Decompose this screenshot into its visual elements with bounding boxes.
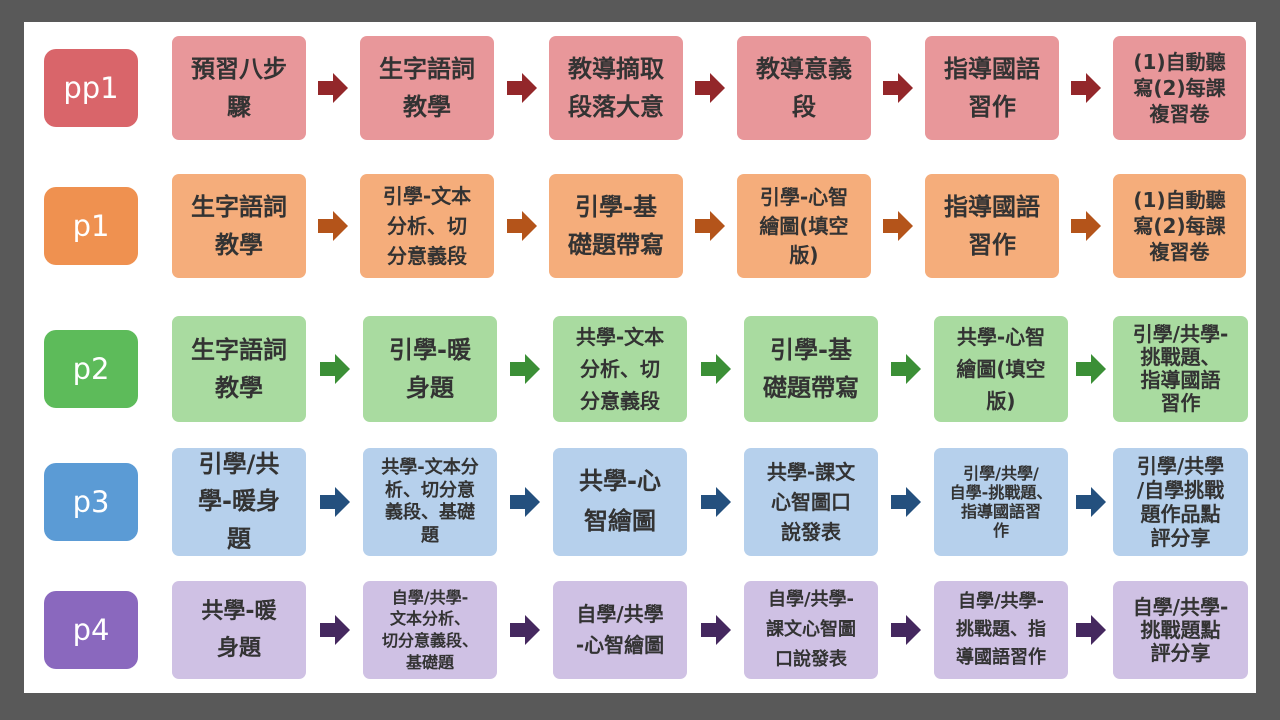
flow-step-text: 引學-文本 分析、切 分意義段 (382, 184, 472, 268)
arrow-right-icon (891, 615, 921, 645)
flow-step-text: 指導國語 習作 (944, 192, 1040, 259)
arrow-right-icon (700, 354, 731, 384)
flow-step: 引學-基 礎題帶寫 (744, 316, 878, 422)
arrow-right-icon (1071, 211, 1101, 241)
row-label: p4 (44, 591, 138, 669)
flow-step: 引學-文本 分析、切 分意義段 (360, 174, 494, 278)
flow-step-text: 引學/共 學-暖身 題 (198, 450, 280, 553)
flow-step-text: 共學-心 智繪圖 (579, 467, 661, 535)
flow-step-text: 共學-課文 心智圖口 說發表 (766, 460, 856, 544)
row-label: pp1 (44, 49, 138, 127)
arrow-right-icon (883, 211, 913, 241)
flow-step: 預習八步 驟 (172, 36, 306, 140)
flow-step: 引學/共學- 挑戰題、 指導國語 習作 (1113, 316, 1248, 422)
flow-step-text: 生字語詞 教學 (379, 54, 475, 121)
arrow-right-icon (319, 354, 350, 384)
arrow-right-icon (1075, 354, 1106, 384)
arrow-right-icon (700, 487, 731, 517)
flow-step-text: 自學/共學- 課文心智圖 口說發表 (766, 589, 856, 670)
flow-step-text: 引學/共學/ 自學-挑戰題、 指導國語習 作 (949, 463, 1053, 541)
flow-step: 教導摘取 段落大意 (549, 36, 683, 140)
arrow-right-icon (510, 354, 540, 384)
flow-step-text: 共學-心智 繪圖(填空 版) (956, 325, 1046, 413)
flow-step-text: 引學/共學 /自學挑戰 題作品點 評分享 (1136, 454, 1225, 550)
flow-step-text: 共學-文本分 析、切分意 義段、基礎 題 (381, 457, 479, 546)
flow-step-text: 生字語詞 教學 (191, 192, 287, 259)
flow-step-text: 引學-心智 繪圖(填空 版) (759, 184, 849, 267)
arrow-right-icon (891, 487, 921, 517)
flow-step: 引學/共學 /自學挑戰 題作品點 評分享 (1113, 448, 1248, 556)
flow-step: 引學-基 礎題帶寫 (549, 174, 683, 278)
row-label: p2 (44, 330, 138, 408)
flow-step: 共學-課文 心智圖口 說發表 (744, 448, 878, 556)
flow-step-text: 教導摘取 段落大意 (568, 54, 664, 121)
flow-step-text: 自學/共學- 文本分析、 切分意義段、 基礎題 (381, 587, 478, 672)
arrow-right-icon (695, 211, 725, 241)
flow-step-text: 引學-基 礎題帶寫 (763, 335, 859, 402)
flow-step: 生字語詞 教學 (360, 36, 494, 140)
arrow-right-icon (1071, 73, 1101, 103)
flow-step: 自學/共學- 挑戰題、指 導國語習作 (934, 581, 1068, 679)
flow-step-text: (1)自動聽 寫(2)每課 複習卷 (1133, 188, 1226, 264)
flow-step-text: 共學-文本 分析、切 分意義段 (575, 325, 665, 413)
arrow-right-icon (318, 211, 348, 241)
flow-step: 教導意義 段 (737, 36, 871, 140)
flow-step: 自學/共學- 文本分析、 切分意義段、 基礎題 (363, 581, 497, 679)
flow-step: 指導國語 習作 (925, 174, 1059, 278)
row-label: p3 (44, 463, 138, 541)
arrow-right-icon (1075, 615, 1106, 645)
flow-step: (1)自動聽 寫(2)每課 複習卷 (1113, 36, 1246, 140)
arrow-right-icon (891, 354, 921, 384)
flow-step: 共學-文本 分析、切 分意義段 (553, 316, 687, 422)
flow-step-text: (1)自動聽 寫(2)每課 複習卷 (1133, 50, 1226, 126)
flow-step-text: 教導意義 段 (756, 54, 852, 121)
flow-step: 自學/共學 -心智繪圖 (553, 581, 687, 679)
arrow-right-icon (510, 487, 540, 517)
flow-step: 指導國語 習作 (925, 36, 1059, 140)
flow-step: 共學-心 智繪圖 (553, 448, 687, 556)
flow-step-text: 自學/共學 -心智繪圖 (575, 602, 665, 657)
flow-step: 引學-心智 繪圖(填空 版) (737, 174, 871, 278)
flow-step: (1)自動聽 寫(2)每課 複習卷 (1113, 174, 1246, 278)
flow-step-text: 生字語詞 教學 (191, 335, 287, 402)
arrow-right-icon (510, 615, 540, 645)
arrow-right-icon (883, 73, 913, 103)
flow-step: 共學-心智 繪圖(填空 版) (934, 316, 1068, 422)
flow-step: 引學-暖 身題 (363, 316, 497, 422)
arrow-right-icon (319, 487, 350, 517)
flow-step: 自學/共學- 挑戰題點 評分享 (1113, 581, 1248, 679)
arrow-right-icon (695, 73, 725, 103)
arrow-right-icon (1075, 487, 1106, 517)
flow-step-text: 引學-暖 身題 (389, 335, 471, 402)
flow-step-text: 自學/共學- 挑戰題點 評分享 (1132, 594, 1229, 665)
flow-step: 生字語詞 教學 (172, 174, 306, 278)
flow-step-text: 指導國語 習作 (944, 54, 1040, 121)
flow-step-text: 預習八步 驟 (191, 54, 287, 121)
flow-step: 共學-文本分 析、切分意 義段、基礎 題 (363, 448, 497, 556)
flow-step-text: 引學/共學- 挑戰題、 指導國語 習作 (1132, 322, 1229, 415)
arrow-right-icon (318, 73, 348, 103)
flow-step-text: 共學-暖 身題 (201, 598, 277, 661)
row-label: p1 (44, 187, 138, 265)
flow-step: 共學-暖 身題 (172, 581, 306, 679)
arrow-right-icon (506, 211, 537, 241)
arrow-right-icon (319, 615, 350, 645)
flow-step: 自學/共學- 課文心智圖 口說發表 (744, 581, 878, 679)
arrow-right-icon (506, 73, 537, 103)
flow-step: 引學/共學/ 自學-挑戰題、 指導國語習 作 (934, 448, 1068, 556)
flow-step-text: 引學-基 礎題帶寫 (568, 192, 664, 259)
arrow-right-icon (700, 615, 731, 645)
flow-step-text: 自學/共學- 挑戰題、指 導國語習作 (956, 591, 1046, 668)
flow-step: 引學/共 學-暖身 題 (172, 448, 306, 556)
flow-step: 生字語詞 教學 (172, 316, 306, 422)
